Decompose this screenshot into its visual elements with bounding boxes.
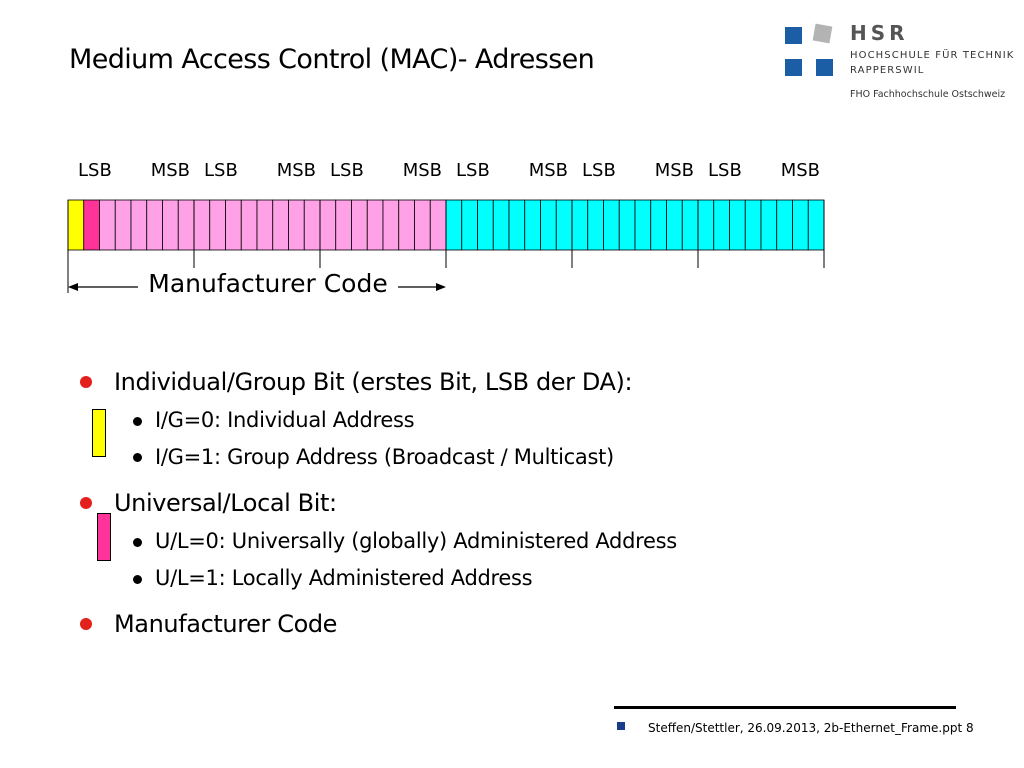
arrowhead-left-icon bbox=[68, 283, 78, 291]
logo-line2: RAPPERSWIL bbox=[850, 65, 925, 76]
bit-cell bbox=[477, 199, 494, 251]
bit-cell bbox=[524, 199, 541, 251]
bit-cell bbox=[540, 199, 557, 251]
footer-square-icon bbox=[617, 722, 625, 730]
bit-cell bbox=[650, 199, 667, 251]
bit-cell bbox=[209, 199, 226, 251]
bit-cell bbox=[792, 199, 809, 251]
bit-cell bbox=[414, 199, 431, 251]
sub-bullet-ig0: I/G=0: Individual Address bbox=[155, 408, 415, 432]
bit-cell bbox=[508, 199, 526, 251]
byte-lsb-label: LSB bbox=[708, 160, 742, 181]
logo-square-blue-br bbox=[816, 59, 833, 76]
bit-cell bbox=[114, 199, 132, 251]
byte-msb-label: MSB bbox=[277, 160, 316, 181]
bit-cell bbox=[177, 199, 195, 251]
slide-title: Medium Access Control (MAC)- Adressen bbox=[69, 44, 595, 75]
bit-cell bbox=[99, 199, 116, 251]
bit-cell bbox=[398, 199, 415, 251]
bullet-manufacturer-code: Manufacturer Code bbox=[114, 610, 338, 638]
bit-cell bbox=[130, 199, 148, 251]
bit-cell bbox=[429, 199, 447, 251]
ul-bit-color-marker bbox=[97, 513, 111, 561]
byte-msb-label: MSB bbox=[403, 160, 442, 181]
bit-cell bbox=[240, 199, 258, 251]
byte-msb-label: MSB bbox=[151, 160, 190, 181]
bit-cell bbox=[713, 199, 730, 251]
logo-square-blue-bl bbox=[785, 59, 802, 76]
byte-msb-label: MSB bbox=[781, 160, 820, 181]
byte-lsb-label: LSB bbox=[456, 160, 490, 181]
bit-cell bbox=[366, 199, 384, 251]
byte-lsb-label: LSB bbox=[582, 160, 616, 181]
bit-cell bbox=[256, 199, 274, 251]
bit-cell bbox=[697, 199, 715, 251]
logo-line3: FHO Fachhochschule Ostschweiz bbox=[850, 89, 1006, 100]
bit-cell bbox=[303, 199, 321, 251]
sub-bullet-dot bbox=[133, 575, 142, 584]
logo-square-blue-top bbox=[785, 27, 802, 44]
bullet-ig-bit: Individual/Group Bit (erstes Bit, LSB de… bbox=[114, 368, 633, 396]
sub-bullet-dot bbox=[133, 417, 142, 426]
bit-cell bbox=[555, 199, 573, 251]
byte-msb-label: MSB bbox=[529, 160, 568, 181]
byte-lsb-label: LSB bbox=[330, 160, 364, 181]
logo-name: HSR bbox=[850, 21, 909, 45]
footer-text: Steffen/Stettler, 26.09.2013, 2b-Etherne… bbox=[648, 721, 974, 735]
bullet-dot bbox=[80, 618, 92, 630]
sub-bullet-ul1: U/L=1: Locally Administered Address bbox=[155, 566, 533, 590]
bit-cell bbox=[603, 199, 620, 251]
sub-bullet-dot bbox=[133, 538, 142, 547]
bit-cell bbox=[587, 199, 604, 251]
bit-cell bbox=[319, 199, 337, 251]
sub-bullet-dot bbox=[133, 453, 142, 462]
bit-cell bbox=[807, 199, 825, 251]
bit-cell bbox=[618, 199, 636, 251]
bit-cell bbox=[445, 199, 463, 251]
bit-cell bbox=[492, 199, 510, 251]
arrowhead-right-icon bbox=[436, 283, 446, 291]
bit-cell bbox=[760, 199, 778, 251]
bit-cell bbox=[744, 199, 762, 251]
sub-bullet-ul0: U/L=0: Universally (globally) Administer… bbox=[155, 529, 677, 553]
byte-lsb-label: LSB bbox=[78, 160, 112, 181]
bit-cell bbox=[382, 199, 400, 251]
bit-cell bbox=[729, 199, 746, 251]
manufacturer-code-label: Manufacturer Code bbox=[148, 269, 387, 298]
footer-rule bbox=[614, 706, 956, 709]
bit-cell bbox=[272, 199, 289, 251]
logo-line1: HOCHSCHULE FÜR TECHNIK bbox=[850, 50, 1015, 61]
bit-cell bbox=[193, 199, 211, 251]
bullet-dot bbox=[80, 497, 92, 509]
bit-cell bbox=[776, 199, 793, 251]
mac-address-diagram: LSB MSB LSB MSB LSB MSB LSB MSB LSB MSB LSB MSB Manu… bbox=[67, 160, 825, 298]
bit-cell bbox=[335, 199, 352, 251]
bit-cell bbox=[288, 199, 305, 251]
bit-cell bbox=[681, 199, 699, 251]
bit-cell bbox=[225, 199, 242, 251]
bit-cell bbox=[571, 199, 589, 251]
bit-cell bbox=[162, 199, 179, 251]
ig-bit-color-marker bbox=[92, 409, 106, 457]
bit-cell bbox=[666, 199, 683, 251]
bit-cell bbox=[146, 199, 163, 251]
bit-cell bbox=[67, 199, 85, 251]
hsr-logo: HSR HOCHSCHULE FÜR TECHNIK RAPPERSWIL FH… bbox=[784, 21, 1019, 104]
bullet-ul-bit: Universal/Local Bit: bbox=[114, 489, 337, 517]
bit-cell bbox=[634, 199, 652, 251]
sub-bullet-ig1: I/G=1: Group Address (Broadcast / Multic… bbox=[155, 445, 614, 469]
byte-msb-label: MSB bbox=[655, 160, 694, 181]
byte-lsb-label: LSB bbox=[204, 160, 238, 181]
bit-cell bbox=[83, 199, 100, 251]
bit-cell bbox=[351, 199, 368, 251]
bullet-dot bbox=[80, 376, 92, 388]
bit-cell bbox=[461, 199, 478, 251]
